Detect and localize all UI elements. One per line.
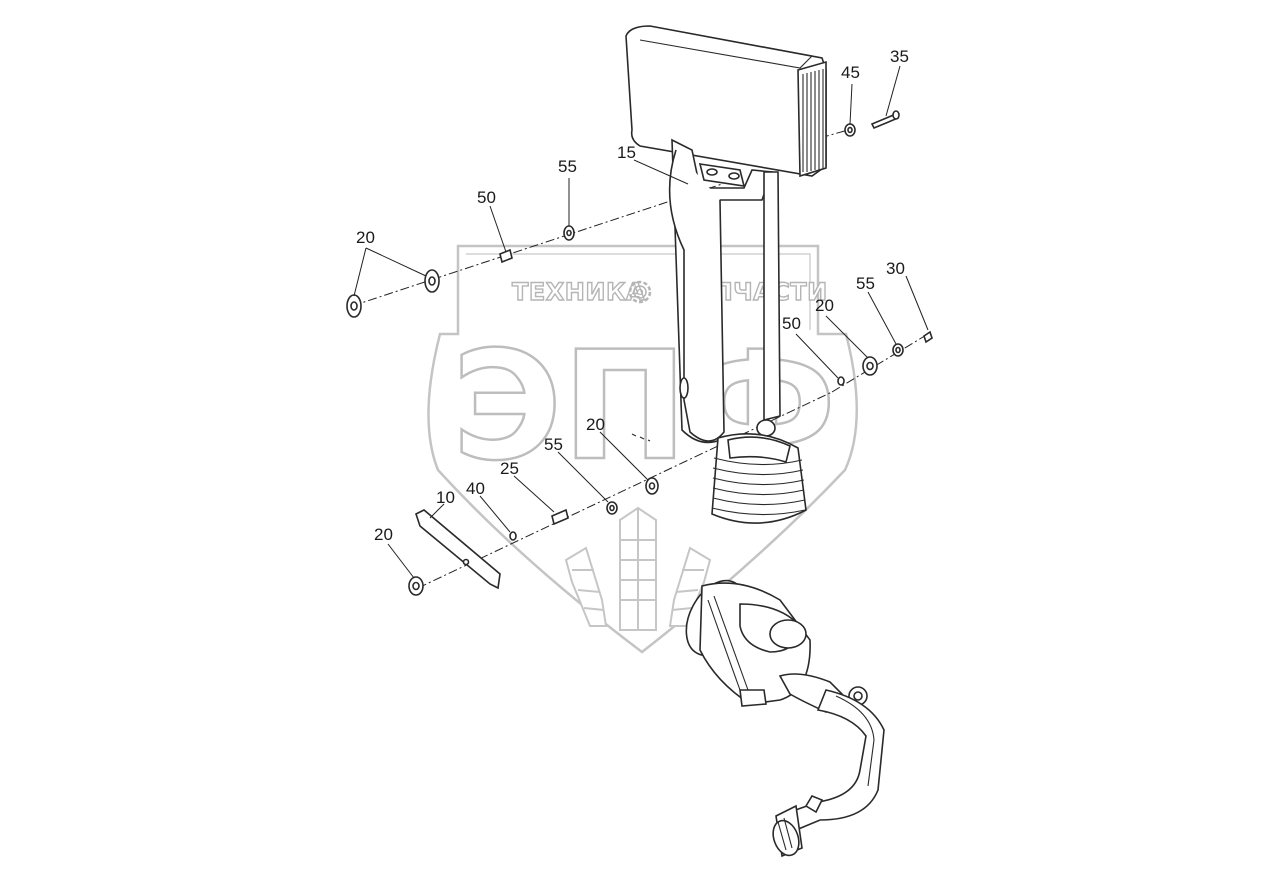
callout-labels: 35 45 15 55 50 20 30 55 20 50 20 55 25 4… (356, 47, 909, 544)
callout-55: 55 (856, 274, 875, 293)
watermark-text-left: ТЕХНИКА (512, 278, 645, 306)
watermark-shield (427, 244, 858, 654)
callout-55: 55 (558, 157, 577, 176)
gear-icon (628, 280, 652, 304)
callout-40: 40 (466, 479, 485, 498)
callout-20: 20 (815, 296, 834, 315)
callout-20: 20 (374, 525, 393, 544)
outlet-pipe (772, 689, 885, 858)
callout-50: 50 (782, 314, 801, 333)
bellows-hose (711, 433, 807, 524)
leader-lines (353, 65, 929, 579)
intake-duct (668, 138, 781, 444)
wheat-icon (564, 506, 712, 631)
callout-15: 15 (617, 143, 636, 162)
filter-panel (625, 25, 827, 178)
callout-20: 20 (586, 415, 605, 434)
callout-55: 55 (544, 435, 563, 454)
callout-10: 10 (436, 488, 455, 507)
callout-50: 50 (477, 188, 496, 207)
callout-45: 45 (841, 63, 860, 82)
callout-30: 30 (886, 259, 905, 278)
hardware (346, 110, 933, 596)
callout-20: 20 (356, 228, 375, 247)
callout-25: 25 (500, 459, 519, 478)
callout-35: 35 (890, 47, 909, 66)
air-cleaner (685, 579, 868, 713)
